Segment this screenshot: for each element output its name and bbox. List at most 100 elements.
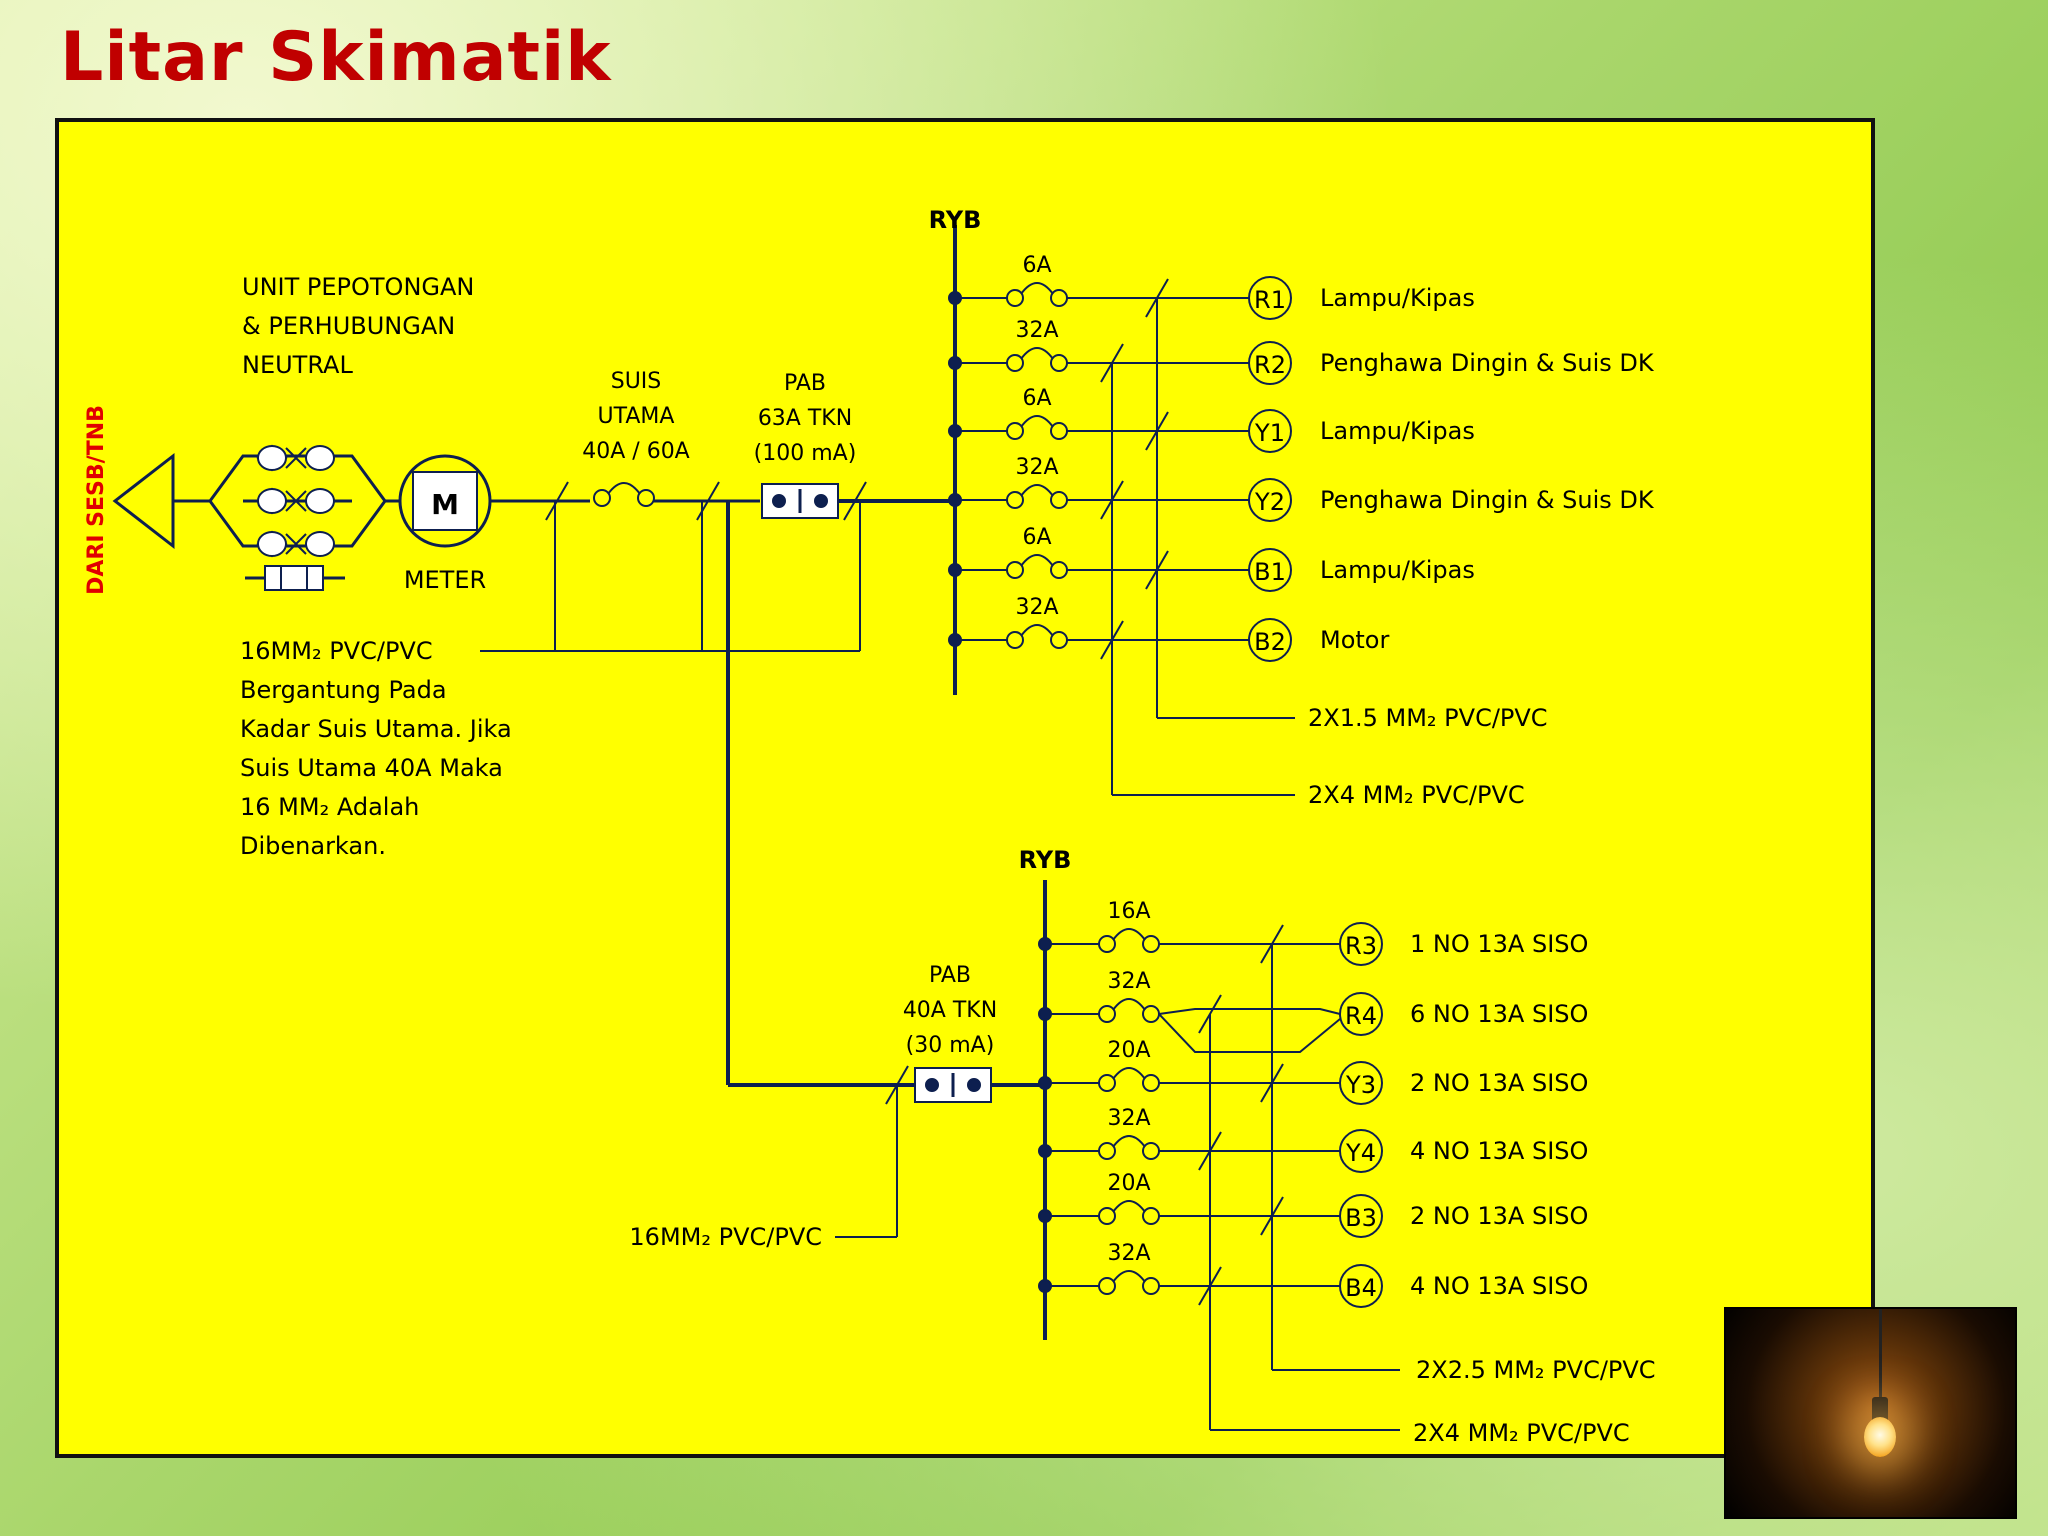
circuit-node — [1339, 1194, 1383, 1238]
cutout-fuse-icon — [257, 488, 287, 514]
mcb-terminal — [1098, 1074, 1116, 1092]
mcb-rating: 6A — [1022, 386, 1051, 411]
circuit-desc: Lampu/Kipas — [1320, 556, 1475, 584]
circuit-node — [1248, 618, 1292, 662]
circuit-desc: Lampu/Kipas — [1320, 284, 1475, 312]
circuit-id: B2 — [1254, 628, 1286, 656]
mcb-rating: 32A — [1107, 969, 1150, 994]
circuit-id: Y2 — [1254, 488, 1285, 516]
mcb-terminal — [1142, 1074, 1160, 1092]
main-switch-label: UTAMA — [598, 404, 675, 429]
cable-slash-mark — [696, 481, 720, 521]
main-cable-note: Suis Utama 40A Maka — [240, 754, 503, 782]
busbar2-label: RYB — [1019, 846, 1072, 874]
mcb-terminal — [637, 489, 655, 507]
rccb1-label: (100 mA) — [754, 441, 857, 466]
circuit-id: R2 — [1254, 351, 1286, 379]
main-switch-label: 40A / 60A — [582, 439, 690, 464]
cutout-label: & PERHUBUNGAN — [242, 312, 455, 340]
mcb-terminal — [1006, 354, 1024, 372]
mcb-terminal — [593, 489, 611, 507]
circuit-id: R1 — [1254, 286, 1286, 314]
mcb-terminal — [1006, 561, 1024, 579]
mcb-rating: 32A — [1015, 595, 1058, 620]
circuit-desc: 4 NO 13A SISO — [1410, 1137, 1588, 1165]
rccb-dot — [967, 1078, 981, 1092]
meter-label: METER — [404, 566, 486, 594]
circuit-desc: 6 NO 13A SISO — [1410, 1000, 1588, 1028]
mcb-rating: 6A — [1022, 253, 1051, 278]
circuit-desc: Penghawa Dingin & Suis DK — [1320, 349, 1655, 377]
circuit-desc: 4 NO 13A SISO — [1410, 1272, 1588, 1300]
mcb-rating: 32A — [1107, 1241, 1150, 1266]
cable-bottom-label: 16MM₂ PVC/PVC — [629, 1223, 822, 1251]
circuit-node — [1248, 409, 1292, 453]
cutout-fuse-icon — [257, 445, 287, 471]
circuit-node — [1248, 276, 1292, 320]
circuit-id: R3 — [1345, 932, 1377, 960]
circuit-id: Y3 — [1345, 1071, 1376, 1099]
mcb-rating: 32A — [1015, 318, 1058, 343]
wire — [285, 533, 307, 555]
mcb-terminal — [1006, 422, 1024, 440]
circuit-desc: Lampu/Kipas — [1320, 417, 1475, 445]
circuit-node — [1339, 1061, 1383, 1105]
circuit-id: B3 — [1345, 1204, 1377, 1232]
wire — [1158, 1013, 1341, 1053]
mcb-terminal — [1142, 1142, 1160, 1160]
mcb-terminal — [1050, 422, 1068, 440]
lamp-socket — [1872, 1397, 1888, 1423]
circuit-node — [1339, 1129, 1383, 1173]
wire — [1158, 1008, 1341, 1015]
mcb-terminal — [1142, 935, 1160, 953]
circuit-desc: 2 NO 13A SISO — [1410, 1202, 1588, 1230]
circuit-node — [1339, 922, 1383, 966]
mcb-terminal — [1098, 1142, 1116, 1160]
circuit-node — [1339, 992, 1383, 1036]
mcb-symbol — [1112, 1270, 1146, 1283]
neutral-link-icon — [264, 565, 324, 591]
cutout-fuse-icon — [257, 531, 287, 557]
mcb-terminal — [1050, 491, 1068, 509]
mcb-symbol — [1020, 282, 1054, 295]
mcb-symbol — [1020, 415, 1054, 428]
main-cable-note: Kadar Suis Utama. Jika — [240, 715, 512, 743]
mcb-symbol — [1112, 1067, 1146, 1080]
page-title: Litar Skimatik — [60, 18, 612, 97]
rccb-dot — [925, 1078, 939, 1092]
lamp-photo — [1724, 1307, 2017, 1519]
mcb-symbol — [1020, 347, 1054, 360]
circuit-desc: 2 NO 13A SISO — [1410, 1069, 1588, 1097]
mcb-symbol — [1020, 554, 1054, 567]
circuit-id: Y1 — [1254, 419, 1285, 447]
mcb-symbol — [1020, 624, 1054, 637]
circuit-id: B1 — [1254, 558, 1286, 586]
cutout-label: NEUTRAL — [242, 351, 353, 379]
mcb-symbol — [1020, 484, 1054, 497]
cable-label: 2X1.5 MM₂ PVC/PVC — [1308, 704, 1548, 732]
diagram-board — [55, 118, 1875, 1458]
mcb-rating: 16A — [1107, 899, 1150, 924]
mcb-terminal — [1098, 935, 1116, 953]
rccb2-label: 40A TKN — [903, 998, 997, 1023]
lamp-cord — [1879, 1309, 1882, 1404]
busbar1-label: RYB — [929, 206, 982, 234]
main-cable-note: 16 MM₂ Adalah — [240, 793, 419, 821]
circuit-node — [1248, 341, 1292, 385]
circuit-node — [1339, 1264, 1383, 1308]
mcb-symbol — [1112, 1135, 1146, 1148]
mcb-terminal — [1142, 1277, 1160, 1295]
main-cable-note: 16MM₂ PVC/PVC — [240, 637, 433, 665]
mcb-terminal — [1050, 354, 1068, 372]
mcb-rating: 20A — [1107, 1171, 1150, 1196]
cable-label: 2X4 MM₂ PVC/PVC — [1413, 1419, 1630, 1447]
mcb-symbol — [1112, 1200, 1146, 1213]
rccb1-label: PAB — [784, 371, 826, 396]
cutout-fuse-icon — [305, 488, 335, 514]
rccb2-label: (30 mA) — [906, 1033, 995, 1058]
rccb-dot — [772, 494, 786, 508]
mcb-terminal — [1142, 1005, 1160, 1023]
mcb-terminal — [1098, 1207, 1116, 1225]
mcb-terminal — [1098, 1005, 1116, 1023]
